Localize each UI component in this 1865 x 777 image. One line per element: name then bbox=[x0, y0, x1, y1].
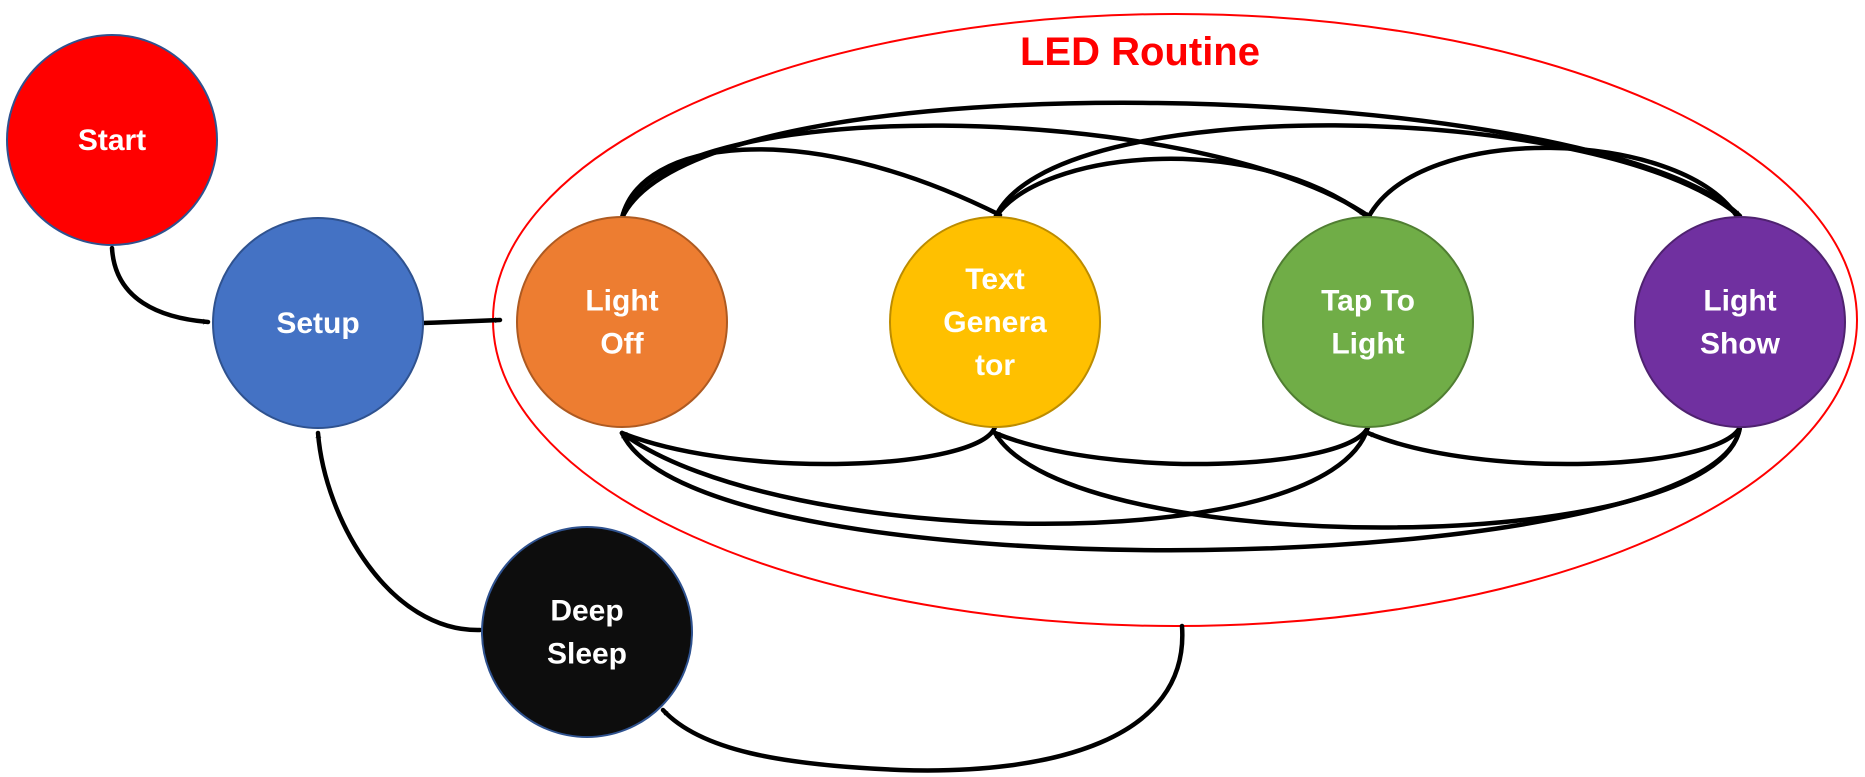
node-light-off-circle bbox=[516, 216, 728, 428]
node-light-off-label: Off bbox=[600, 328, 644, 361]
edge-led-routine-to-deep-sleep bbox=[660, 623, 1185, 773]
node-start: Start bbox=[6, 34, 218, 246]
node-light-show-label: Show bbox=[1700, 328, 1781, 361]
edge-text-generator-to-light-off bbox=[619, 424, 998, 467]
node-light-show-label: Light bbox=[1703, 285, 1776, 318]
edge-light-show-to-tap-to-light bbox=[1365, 424, 1743, 467]
node-tap-to-light-label: Tap To bbox=[1321, 285, 1415, 318]
edge-tap-to-light-to-light-off bbox=[619, 424, 1371, 526]
node-deep-sleep-label: Deep bbox=[550, 595, 623, 628]
node-deep-sleep-label: Sleep bbox=[547, 638, 627, 671]
node-text-generator-label: Text bbox=[965, 263, 1024, 296]
node-deep-sleep-circle bbox=[481, 526, 693, 738]
edge-text-generator-to-light-show bbox=[992, 123, 1741, 221]
edge-light-off-to-text-generator bbox=[619, 147, 1003, 221]
node-tap-to-light-circle bbox=[1262, 216, 1474, 428]
node-setup-circle bbox=[212, 217, 424, 429]
node-light-show-circle bbox=[1634, 216, 1846, 428]
node-text-generator-label: Genera bbox=[943, 306, 1047, 339]
led-routine-title: LED Routine bbox=[1020, 30, 1260, 74]
edge-light-show-to-text-generator bbox=[992, 424, 1743, 530]
node-setup-label: Setup bbox=[276, 307, 359, 340]
edge-setup-to-led-routine bbox=[420, 317, 503, 326]
node-tap-to-light: Tap To Light bbox=[1262, 216, 1474, 428]
edge-tap-to-light-to-light-show bbox=[1365, 145, 1739, 221]
edge-start-to-setup bbox=[109, 245, 211, 325]
node-tap-to-light-label: Light bbox=[1331, 328, 1404, 361]
node-start-label: Start bbox=[78, 124, 146, 157]
edge-deep-sleep-to-setup bbox=[315, 430, 483, 633]
edge-light-off-to-tap-to-light bbox=[619, 123, 1373, 221]
edge-light-show-to-light-off bbox=[619, 424, 1743, 553]
node-text-generator-circle bbox=[889, 216, 1101, 428]
node-light-off-label: Light bbox=[585, 285, 658, 318]
edges bbox=[109, 100, 1743, 773]
node-text-generator-label: tor bbox=[975, 349, 1015, 382]
node-setup: Setup bbox=[212, 217, 424, 429]
edge-text-generator-to-tap-to-light bbox=[992, 156, 1368, 221]
edge-tap-to-light-to-text-generator bbox=[992, 424, 1371, 467]
node-start-circle bbox=[6, 34, 218, 246]
